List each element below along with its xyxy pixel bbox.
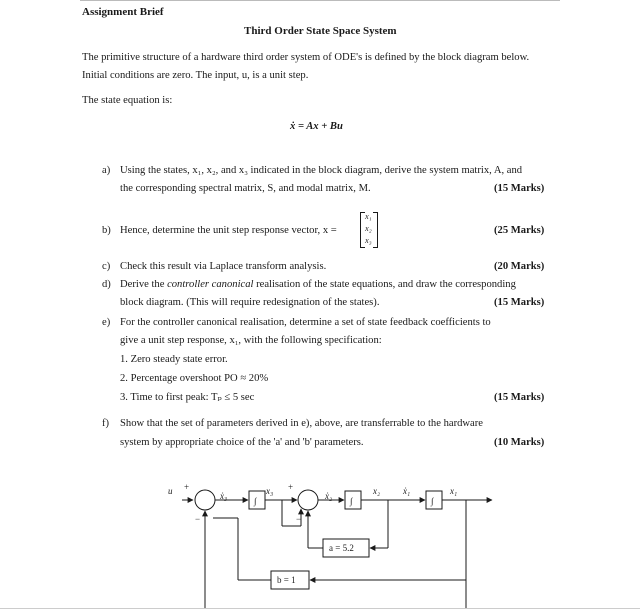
question-d-line-1-emphasis: controller canonical <box>167 279 254 290</box>
question-c-line-1: Check this result via Laplace transform … <box>120 261 327 272</box>
intro-line-2: Initial conditions are zero. The input, … <box>82 70 309 81</box>
question-c-marks: (20 Marks) <box>494 261 545 272</box>
intro-line-1: The primitive structure of a hardware th… <box>82 52 530 63</box>
question-a-marks: (15 Marks) <box>494 183 545 194</box>
page-top-rule <box>80 0 560 1</box>
page-title: Third Order State Space System <box>244 25 397 37</box>
x2dot-label: ẋ₂ <box>324 491 332 501</box>
vector-x1: x₁ <box>365 212 372 221</box>
vector-x2: x₂ <box>365 224 372 233</box>
question-e-line-2: give a unit step response, x₁, with the … <box>120 335 382 346</box>
spec-item-2: 2. Percentage overshoot PO ≈ 20% <box>120 373 269 384</box>
question-e-marks: (15 Marks) <box>494 392 545 403</box>
sum2-plus-sign: + <box>288 482 293 492</box>
question-d-line-1: Derive the controller canonical realisat… <box>120 278 516 291</box>
question-b-line-1: Hence, determine the unit step response … <box>120 225 337 236</box>
question-d-marks: (15 Marks) <box>494 297 545 308</box>
question-d-label: d) <box>102 279 111 290</box>
question-c-label: c) <box>102 261 111 272</box>
x3dot-label: ẋ₃ <box>219 491 227 501</box>
summing-junction-1 <box>194 489 216 511</box>
vector-bracket-right <box>373 212 378 248</box>
question-d-line-2: block diagram. (This will require redesi… <box>120 297 380 308</box>
state-equation: ẋ = Ax + Bu <box>290 121 343 132</box>
question-f-marks: (10 Marks) <box>494 437 545 448</box>
question-a-line-2: the corresponding spectral matrix, S, an… <box>120 183 371 194</box>
question-a-label: a) <box>102 165 111 176</box>
spec-item-1: 1. Zero steady state error. <box>120 354 228 365</box>
question-b-marks: (25 Marks) <box>494 225 545 236</box>
intro-line-3: The state equation is: <box>82 95 173 106</box>
sum1-plus-sign: + <box>184 482 189 492</box>
integrator-3 <box>425 490 443 510</box>
spec-item-3: 3. Time to first peak: Tₚ ≤ 5 sec <box>120 392 255 403</box>
question-b-label: b) <box>102 225 111 236</box>
vector-bracket-left <box>360 212 365 248</box>
integrator-2 <box>344 490 362 510</box>
question-e-label: e) <box>102 317 111 328</box>
gain-a-label: a = 5.2 <box>329 543 354 553</box>
sum1-minus-sign: − <box>195 514 200 524</box>
gain-b-label: b = 1 <box>277 575 296 585</box>
integrator-2-symbol: ∫ <box>349 496 354 507</box>
x2-label: x₂ <box>372 486 380 496</box>
state-vector: x₁ x₂ x₃ <box>360 212 378 248</box>
question-f-label: f) <box>102 418 110 429</box>
question-f-line-1: Show that the set of parameters derived … <box>120 418 483 429</box>
x3-label: x₃ <box>265 486 273 496</box>
summing-junction-2 <box>297 489 319 511</box>
vector-x3: x₃ <box>365 236 372 245</box>
sum2-minus-sign: − <box>296 514 301 524</box>
x1-label: x₁ <box>449 486 457 496</box>
question-f-line-2: system by appropriate choice of the 'a' … <box>120 437 364 448</box>
question-d-line-1-post: realisation of the state equations, and … <box>253 279 516 290</box>
section-heading: Assignment Brief <box>82 6 164 18</box>
page-bottom-rule <box>0 608 640 609</box>
integrator-3-symbol: ∫ <box>430 496 435 507</box>
question-e-line-1: For the controller canonical realisation… <box>120 317 491 328</box>
question-d-line-1-pre: Derive the <box>120 279 168 290</box>
x1dot-label: ẋ₁ <box>402 486 410 496</box>
integrator-1-symbol: ∫ <box>253 496 258 507</box>
integrator-1 <box>248 490 266 510</box>
question-a-line-1: Using the states, x₁, x₂, and x₃ indicat… <box>120 165 523 176</box>
input-label: u <box>168 486 173 496</box>
